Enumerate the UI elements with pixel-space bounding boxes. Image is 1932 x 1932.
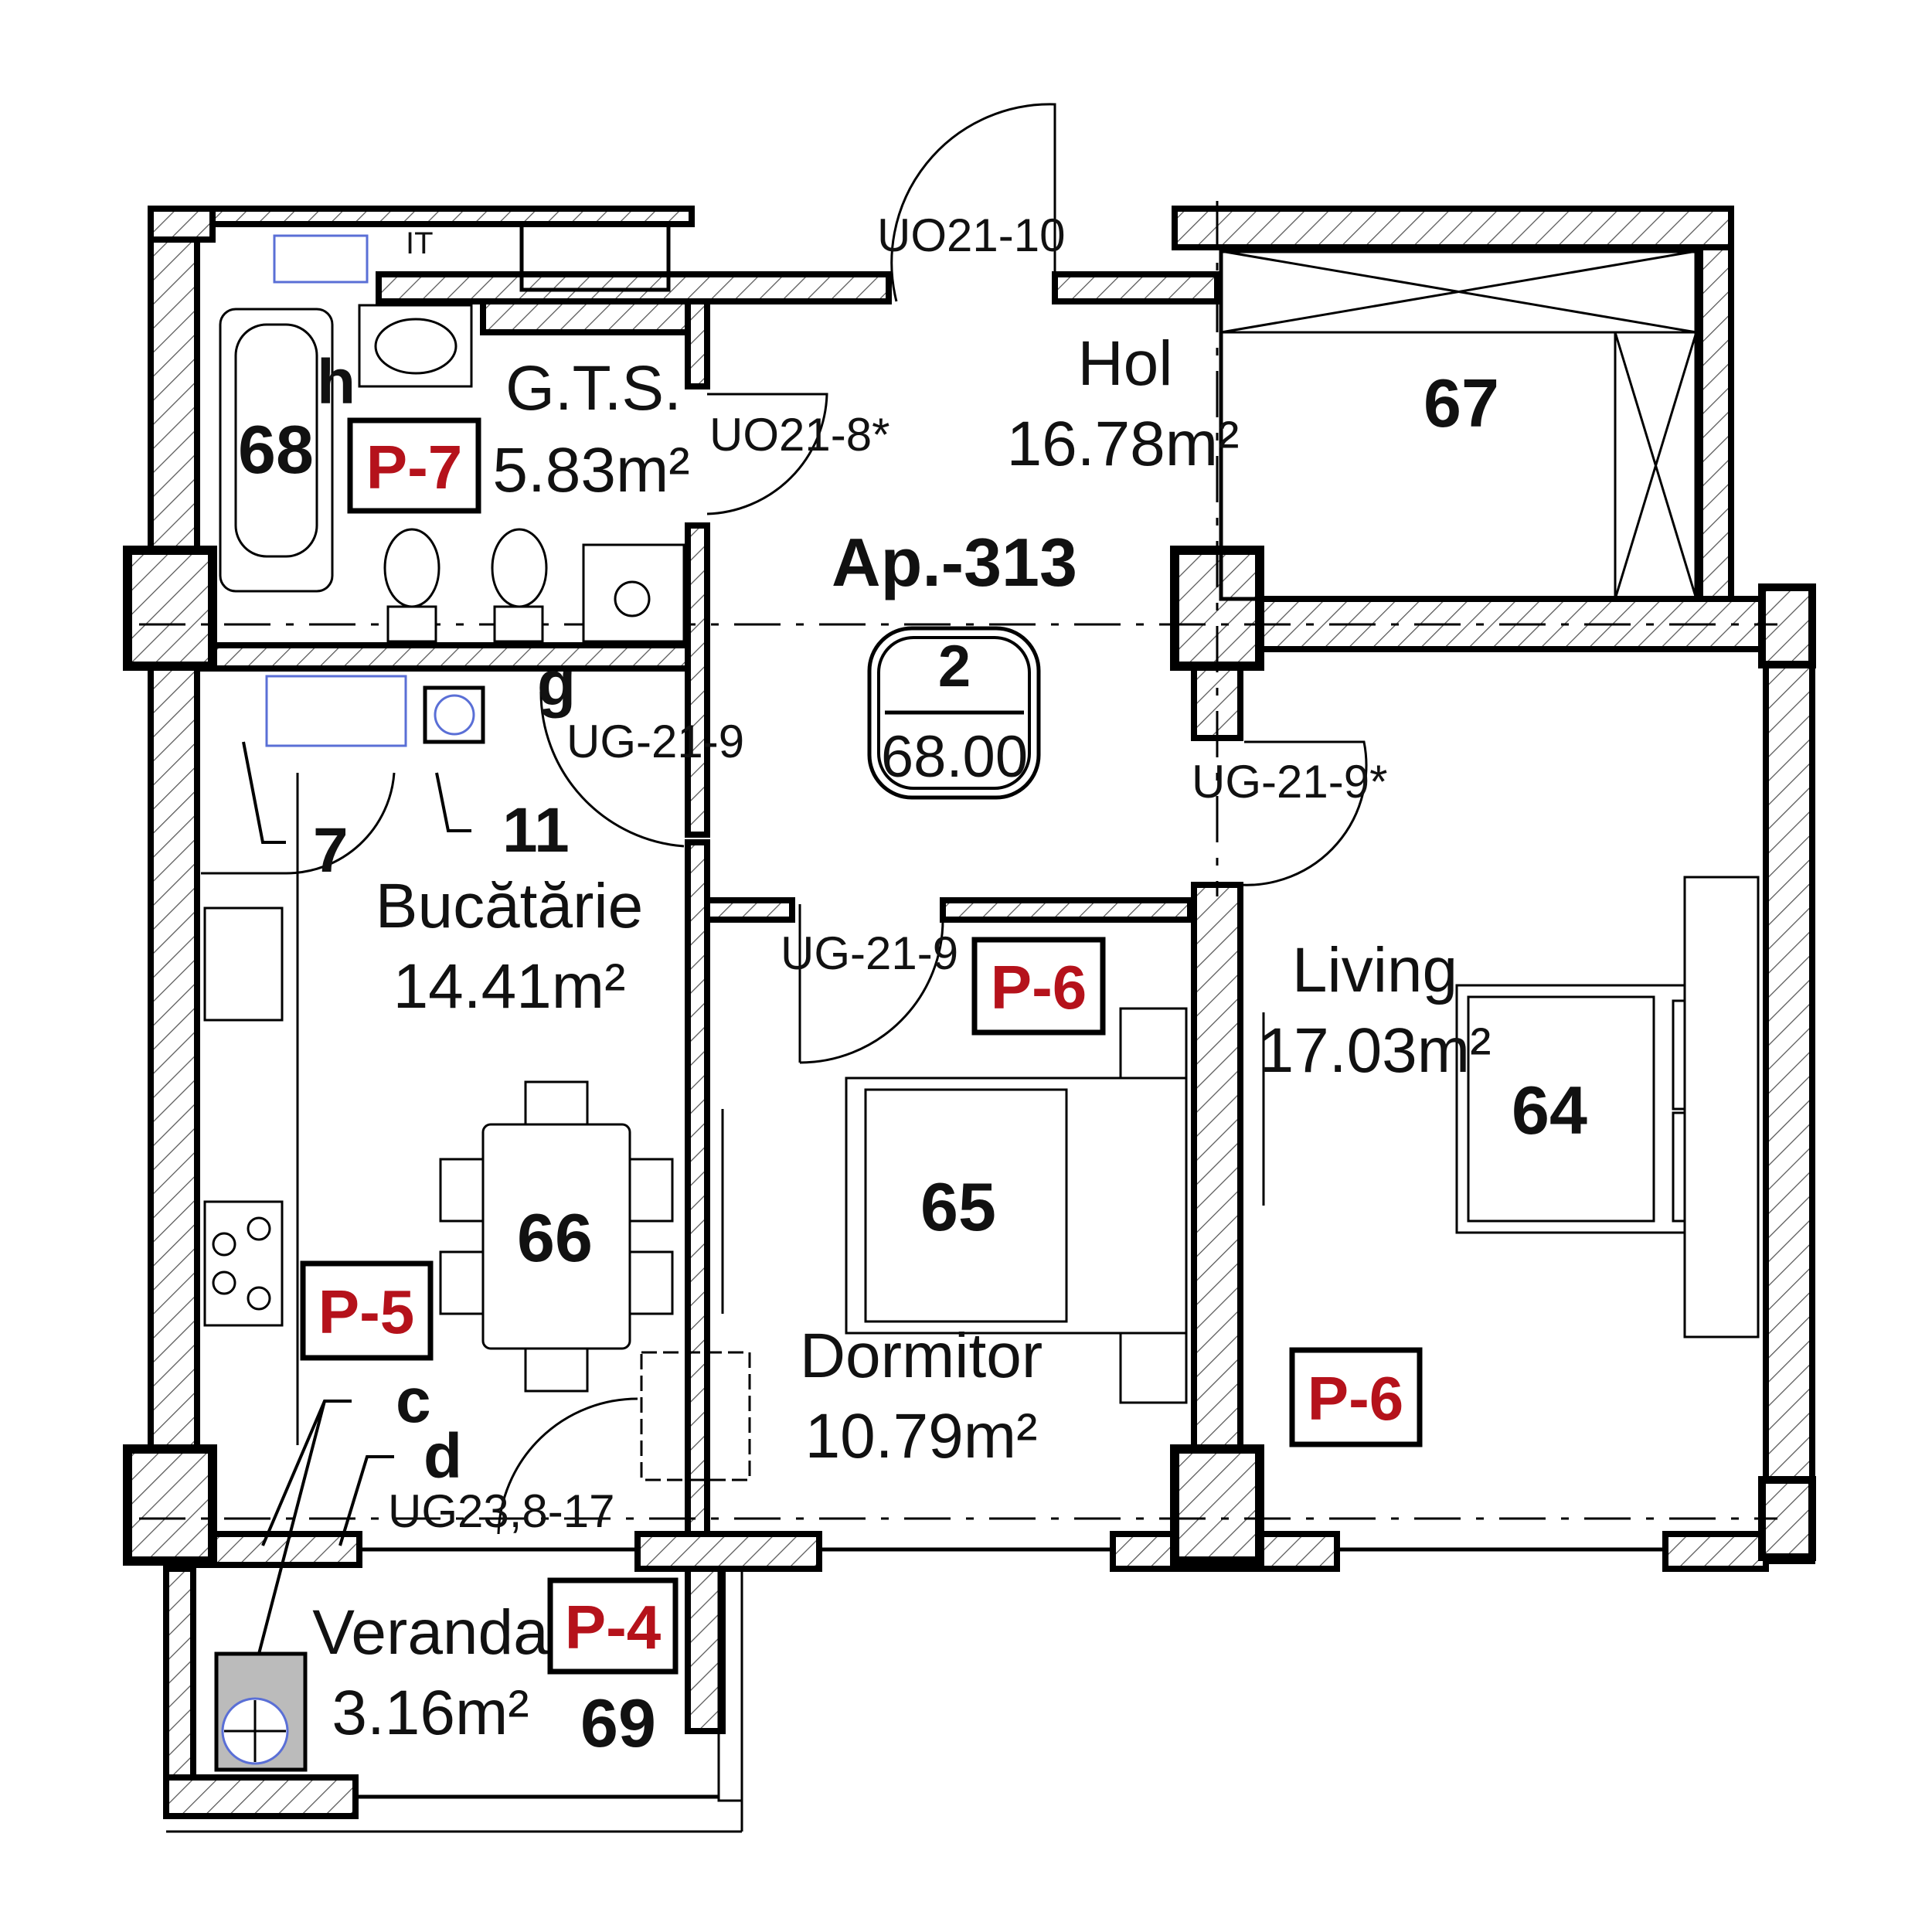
bedroom-fixtures <box>640 1007 1188 1481</box>
room-name: Living <box>1292 935 1458 1005</box>
room-number: 68 <box>238 411 314 488</box>
living-fixtures <box>1262 876 1760 1338</box>
bathroom-fixtures <box>219 222 685 747</box>
door-codes: UO21-10 UO21-8* UG-21-9 UG-21-9* UG-21-9… <box>388 209 1387 1537</box>
door-code-kitchen: UG-21-9 <box>566 716 744 767</box>
room-number: 69 <box>580 1685 656 1761</box>
washing-machine <box>582 543 685 643</box>
room-tag: P-6 <box>991 953 1087 1022</box>
room-hol: Hol 16.78m² <box>1007 328 1240 479</box>
closet-number: 67 <box>1423 365 1499 441</box>
room-area: 16.78m² <box>1007 409 1240 479</box>
rooms-count: 2 <box>938 634 971 699</box>
walls <box>123 206 1816 1819</box>
room-living: Living 17.03m² 64 P-6 <box>1259 935 1587 1447</box>
marker-g: g <box>537 648 576 719</box>
room-kitchen: Bucătărie 14.41m² 66 P-5 <box>300 871 643 1361</box>
bed <box>845 1077 1188 1335</box>
windows <box>166 1547 1665 1833</box>
cooktop <box>203 1200 284 1327</box>
veranda-fixtures <box>214 1651 308 1772</box>
door-code-bath: UO21-8* <box>709 409 889 461</box>
tv-unit <box>1683 876 1760 1338</box>
room-number: 64 <box>1512 1072 1587 1148</box>
marker-d: d <box>423 1421 462 1492</box>
room-area: 17.03m² <box>1259 1015 1492 1086</box>
room-name: Hol <box>1077 328 1172 399</box>
room-tag: P-5 <box>318 1277 415 1346</box>
markers: h g 7 11 c d IT <box>313 226 576 1492</box>
room-name: Veranda <box>312 1597 549 1668</box>
room-gts: G.T.S. 5.83m² 68 P-7 <box>238 353 690 514</box>
room-tag: P-6 <box>1308 1364 1404 1433</box>
room-area: 14.41m² <box>393 951 626 1022</box>
marker-c: c <box>396 1366 431 1436</box>
room-name: Dormitor <box>800 1321 1043 1391</box>
closet-wardrobe <box>1219 249 1699 601</box>
door-code-entry: UO21-10 <box>877 209 1065 261</box>
marker-7: 7 <box>313 815 349 886</box>
room-veranda: Veranda 3.16m² 69 P-4 <box>312 1577 679 1761</box>
bidet <box>491 528 548 608</box>
room-area: 5.83m² <box>492 435 689 505</box>
door-code-living: UG-21-9* <box>1192 756 1387 808</box>
marker-h: h <box>317 347 355 417</box>
marker-11: 11 <box>502 795 570 866</box>
room-area: 3.16m² <box>332 1678 529 1748</box>
toilet <box>383 528 440 608</box>
marker-it: IT <box>406 226 434 260</box>
door-code-bedroom: UG-21-9 <box>781 927 958 979</box>
door-code-veranda: UG23,8-17 <box>388 1485 615 1537</box>
room-tag: P-7 <box>366 433 463 502</box>
boiler <box>519 222 671 292</box>
apartment-label: Ap.-313 <box>832 524 1077 600</box>
room-name: Bucătărie <box>376 871 643 941</box>
kitchen-fixtures <box>201 772 674 1445</box>
kitchen-sink <box>203 906 284 1022</box>
room-bedroom: Dormitor 10.79m² 65 P-6 <box>800 937 1106 1471</box>
room-area: 10.79m² <box>805 1401 1038 1471</box>
door-swings <box>497 103 1368 1535</box>
room-number: 66 <box>517 1199 593 1276</box>
total-area: 68.00 <box>881 724 1028 790</box>
room-number: 65 <box>920 1168 996 1245</box>
room-name: G.T.S. <box>505 353 682 423</box>
apartment-badge: Ap.-313 2 68.00 <box>832 524 1077 800</box>
radiator <box>640 1351 751 1481</box>
room-tag: P-4 <box>565 1593 662 1662</box>
leader-lines <box>242 741 471 1655</box>
bathtub <box>219 308 334 593</box>
